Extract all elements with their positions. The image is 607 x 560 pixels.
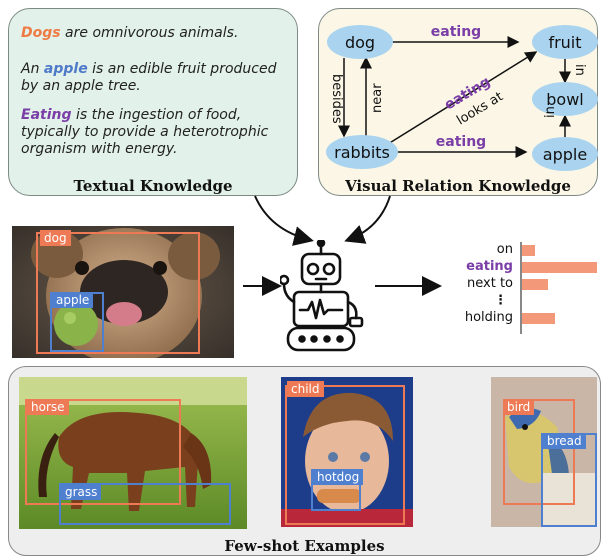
knowledge-text: is the ingestion of food, — [71, 107, 242, 123]
prediction-bar — [521, 262, 597, 273]
knowledge-line-eating: Eating is the ingestion of food, typical… — [21, 107, 268, 158]
object-label: apple — [52, 292, 94, 308]
edge-label-eating: eating — [436, 134, 486, 150]
object-label: bread — [543, 433, 586, 449]
prediction-label: holding — [464, 310, 513, 325]
object-label: grass — [61, 484, 102, 500]
prediction-label: ⋮ — [494, 293, 507, 308]
edge-label-eating: eating — [431, 24, 481, 40]
chart-axis — [520, 242, 522, 334]
arrow-visual-to-robot — [344, 195, 391, 244]
arrow-text-to-robot — [254, 195, 314, 246]
flow-arrows — [243, 195, 442, 296]
knowledge-line-dogs: Dogs are omnivorous animals. — [21, 25, 238, 42]
prediction-label: next to — [467, 276, 513, 291]
subject-label: child — [287, 381, 324, 397]
textual-knowledge-panel: Dogs are omnivorous animals. An apple is… — [8, 8, 298, 196]
edge-label-in: in — [572, 64, 587, 76]
prediction-bar — [521, 245, 535, 256]
prediction-label: eating — [466, 259, 513, 274]
keyword-dogs: Dogs — [21, 25, 61, 41]
knowledge-text: organism with energy. — [21, 141, 178, 157]
subject-label: horse — [27, 399, 69, 415]
object-box — [59, 483, 231, 525]
knowledge-text: is an edible fruit produced — [87, 61, 277, 77]
example-image-child: child hotdog — [281, 377, 413, 527]
subject-box — [285, 385, 405, 525]
example-image-bird: bird bread — [491, 377, 597, 527]
subject-label: dog — [40, 230, 71, 246]
node-fruit — [532, 25, 598, 59]
node-label: apple — [543, 145, 587, 164]
node-bowl — [532, 82, 598, 116]
visual-relation-knowledge-panel: dog fruit bowl rabbits apple eating in n… — [318, 8, 598, 196]
node-label: fruit — [548, 33, 581, 52]
few-shot-panel: horse grass child hotdog bird — [8, 366, 601, 556]
node-rabbits — [326, 135, 398, 169]
prediction-bar — [521, 279, 548, 290]
edge-label-in: in — [543, 106, 558, 118]
edge-label-near: near — [370, 83, 385, 113]
keyword-eating: Eating — [21, 107, 72, 123]
example-image-horse: horse grass — [19, 377, 247, 529]
subject-label: bird — [503, 399, 535, 415]
panel-title: Few-shot Examples — [224, 537, 385, 555]
knowledge-text: typically to provide a heterotrophic — [21, 124, 269, 140]
panel-title: Visual Relation Knowledge — [345, 177, 571, 195]
child-photo — [281, 377, 413, 527]
edge-rabbits-fruit — [387, 51, 538, 145]
knowledge-text: An — [21, 61, 44, 77]
relation-graph: dog fruit bowl rabbits apple eating in n… — [326, 24, 598, 171]
main-image: dog apple — [12, 226, 234, 358]
knowledge-text: are omnivorous animals. — [60, 25, 239, 41]
prediction-bar — [521, 313, 555, 324]
node-label: rabbits — [334, 143, 390, 162]
knowledge-text: by an apple tree. — [21, 78, 141, 94]
subject-box — [36, 232, 200, 354]
node-label: bowl — [546, 90, 583, 109]
object-label: hotdog — [313, 469, 364, 485]
robot-icon — [280, 240, 364, 352]
keyword-apple: apple — [43, 61, 88, 77]
knowledge-line-apple: An apple is an edible fruit produced by … — [21, 61, 276, 95]
prediction-chart: on eating next to ⋮ holding — [440, 240, 600, 340]
node-apple — [532, 137, 598, 171]
subject-box — [25, 399, 181, 505]
node-dog — [327, 25, 393, 59]
panel-title: Textual Knowledge — [73, 177, 233, 195]
dog-photo — [12, 226, 234, 358]
prediction-label: on — [496, 242, 513, 257]
node-label: dog — [345, 33, 375, 52]
edge-label-besides: besides — [329, 74, 344, 124]
subject-box — [503, 399, 575, 505]
